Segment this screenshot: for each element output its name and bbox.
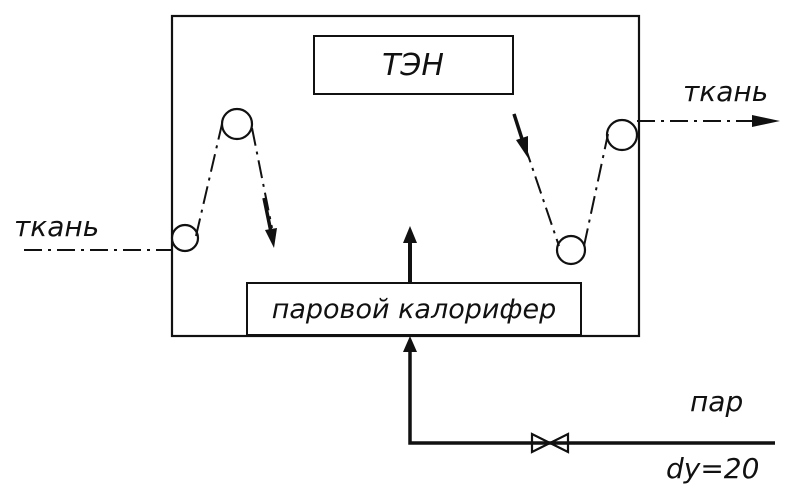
roller-left-top [220,107,254,141]
roller-left-bottom [170,223,200,253]
roller-right-bottom [555,234,587,266]
fabric-left-down-arrow [251,127,277,248]
fabric-out-label: ткань [683,75,768,108]
fabric-left-up [195,123,223,237]
pipe-size-label: dy=20 [666,452,759,485]
heater-label: ТЭН [382,48,444,83]
steam-label: пар [690,385,743,418]
roller-right-top [605,118,639,152]
heater-box [313,35,514,95]
steam-pipe [403,336,775,445]
fabric-right-up [583,133,609,247]
fabric-in-label: ткань [14,210,99,243]
steam-heater-box [246,282,582,336]
fabric-out-arrow [637,115,780,127]
steam-heater-label: паровой калорифер [272,294,557,325]
valve-icon [530,432,570,454]
fabric-right-down-arrow [512,113,560,247]
hot-air-arrow [403,226,417,283]
